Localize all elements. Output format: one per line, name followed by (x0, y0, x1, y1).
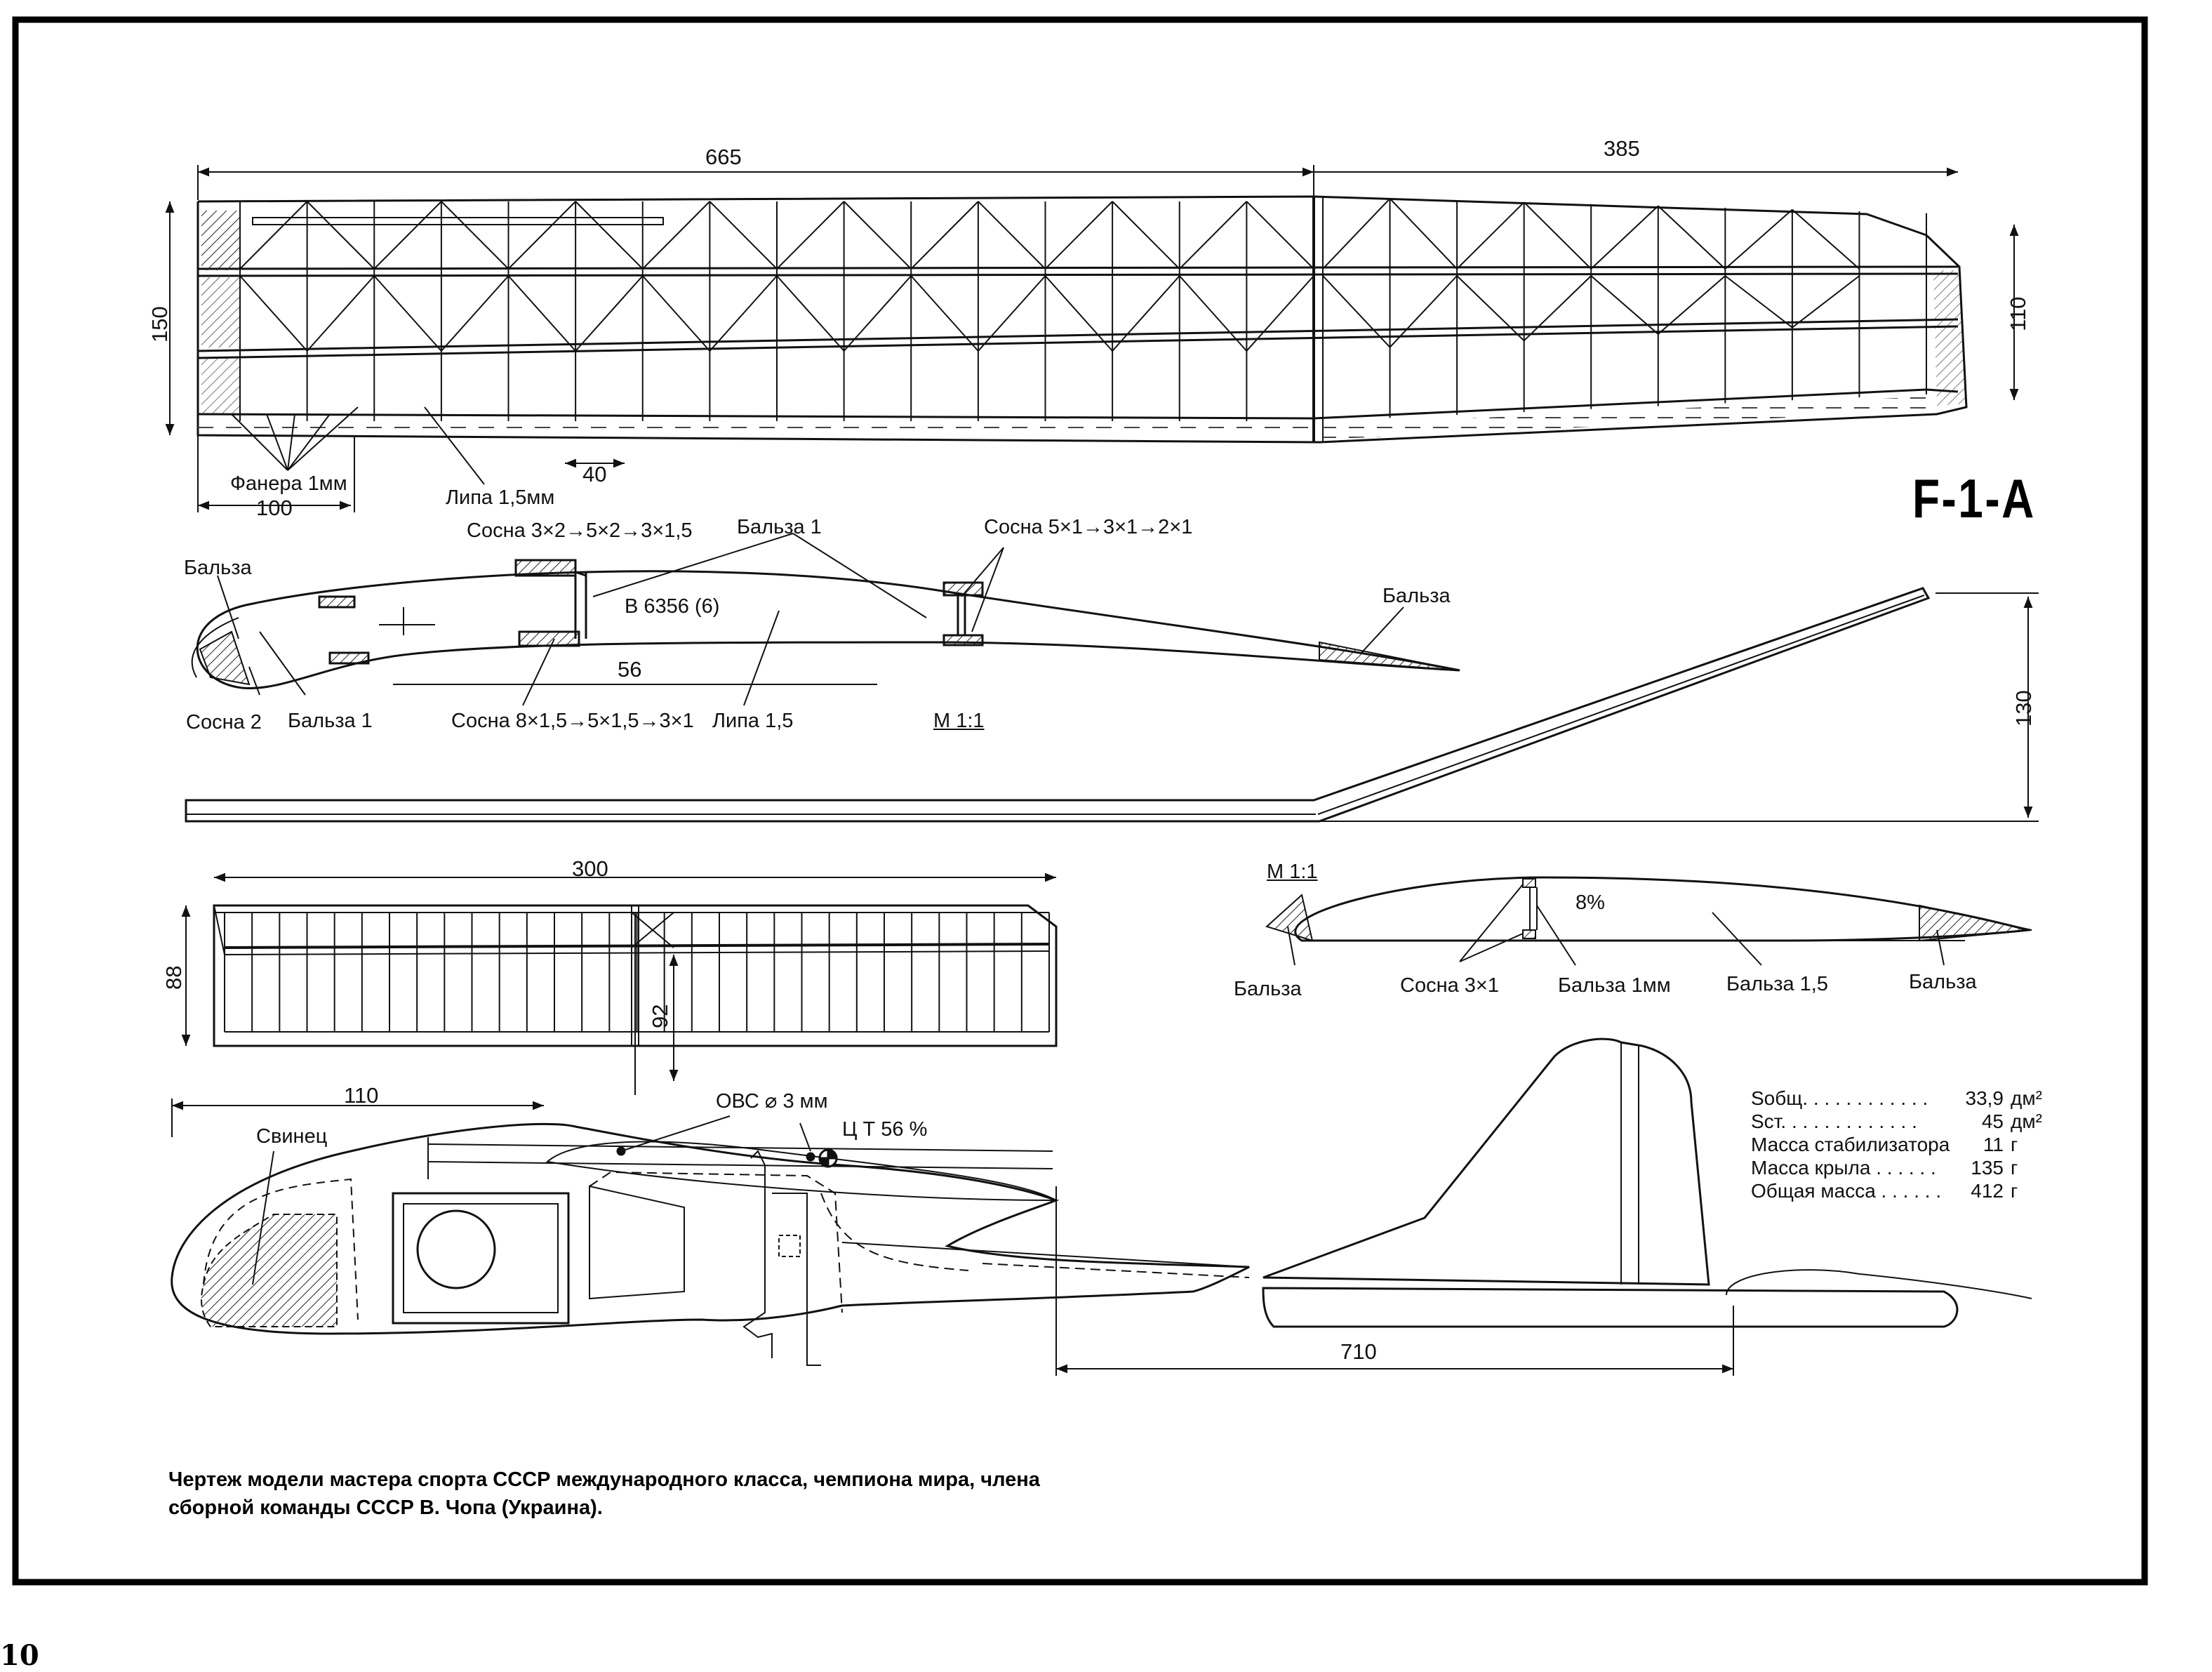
page-number: 10 (0, 1639, 39, 1672)
spec-unit: дм² (2011, 1110, 2042, 1132)
spec-row: Общая масса . . . . . . 412 г (1751, 1179, 2042, 1202)
dim-tip-chord: 110 (2006, 296, 2030, 331)
tail-side-view (1262, 1037, 2032, 1328)
spec-name: Масса крыла . . . . . . (1751, 1157, 1936, 1179)
note-cg: Ц Т 56 % (842, 1118, 928, 1141)
spec-row: Масса крыла . . . . . . 135 г (1751, 1156, 2042, 1179)
stab-note-balsa-te: Бальза (1909, 971, 1977, 993)
spec-value: 33,9 (1965, 1087, 2004, 1109)
note-lime15: Липа 1,5 (712, 710, 794, 732)
dim-root-chord: 150 (147, 306, 172, 343)
model-class-title: F-1-A (1912, 467, 2036, 529)
specs-table: Sобщ. . . . . . . . . . . . 33,9 дм² Sст… (1751, 1087, 2042, 1202)
airfoil-profile: В 6356 (6) (625, 595, 720, 618)
note-balsa-le: Бальза (184, 557, 252, 579)
spec-row: Sст. . . . . . . . . . . . . 45 дм² (1751, 1110, 2042, 1133)
sheet-border (12, 16, 2148, 1586)
spec-name: Общая масса . . . . . . (1751, 1180, 1942, 1202)
spec-name: Sст. . . . . . . . . . . . . (1751, 1110, 1917, 1132)
stab-note-balsa15: Бальза 1,5 (1726, 973, 1828, 995)
spec-unit: г (2011, 1180, 2018, 1202)
fuselage-side-view (171, 1099, 1734, 1376)
spec-unit: г (2011, 1157, 2018, 1179)
caption-line-1: Чертеж модели мастера спорта СССР междун… (168, 1468, 1040, 1491)
wing-ribs (239, 197, 1927, 421)
note-ovs: ОВС ⌀ 3 мм (716, 1090, 828, 1113)
stab-thickness: 8% (1575, 891, 1605, 914)
dim-plywood-zone: 100 (256, 496, 293, 520)
dim-outer-span: 385 (1604, 136, 1640, 161)
dim-nose-110: 110 (344, 1083, 379, 1108)
spec-unit: дм² (2011, 1087, 2042, 1109)
stab-note-balsa-le: Бальза (1234, 978, 1302, 1000)
note-lime: Липа 1,5мм (446, 486, 555, 509)
dim-rib-pitch: 40 (582, 462, 607, 486)
spec-row: Масса стабилизатора 11 г (1751, 1133, 2042, 1156)
spec-name: Sобщ. . . . . . . . . . . . (1751, 1087, 1928, 1109)
spec-unit: г (2011, 1134, 2018, 1155)
stabilizer-section-view (1265, 876, 2032, 966)
note-pine-rear: Сосна 5×1→3×1→2×1 (984, 516, 1193, 538)
note-balsa1-top: Бальза 1 (737, 516, 822, 538)
stabilizer-plan-view (181, 873, 1058, 1095)
note-pine2: Сосна 2 (186, 711, 262, 734)
spec-value: 45 (1981, 1110, 2004, 1132)
dim-stab-92: 92 (648, 1004, 672, 1028)
stab-section-scale: М 1:1 (1267, 861, 1318, 883)
note-pine-bottom: Сосна 8×1,5→5×1,5→3×1 (451, 710, 694, 732)
wing-plan-view (196, 195, 1968, 444)
note-balsa1-bottom: Бальза 1 (288, 710, 373, 732)
spec-row: Sобщ. . . . . . . . . . . . 33,9 дм² (1751, 1087, 2042, 1110)
note-pine-top: Сосна 3×2→5×2→3×1,5 (467, 519, 693, 542)
note-balsa-te: Бальза (1382, 585, 1451, 607)
wing-section-scale: М 1:1 (933, 710, 985, 732)
wing-section-view (191, 533, 1460, 706)
wing-plan-dimensions (165, 165, 2019, 512)
wing-front-view (185, 587, 2039, 823)
drawing-caption: Чертеж модели мастера спорта СССР междун… (168, 1466, 1040, 1522)
stab-note-pine: Сосна 3×1 (1400, 974, 1499, 997)
dim-stab-chord: 88 (161, 965, 186, 990)
dim-dihedral: 130 (2011, 690, 2036, 726)
dim-56: 56 (618, 657, 642, 682)
spec-value: 412 (1971, 1180, 2004, 1202)
stab-note-balsa1mm: Бальза 1мм (1558, 974, 1671, 997)
spec-value: 11 (1983, 1134, 2004, 1155)
caption-line-2: сборной команды СССР В. Чопа (Украина). (168, 1497, 603, 1519)
note-plywood: Фанера 1мм (230, 472, 347, 495)
stabilizer-ribs (224, 913, 1050, 1032)
spec-value: 135 (1971, 1157, 2004, 1179)
dim-stab-span: 300 (572, 856, 608, 881)
spec-name: Масса стабилизатора (1751, 1134, 1950, 1155)
dim-fuselage-710: 710 (1340, 1339, 1377, 1364)
note-lead: Свинец (256, 1125, 328, 1148)
dim-inner-span: 665 (705, 145, 742, 169)
